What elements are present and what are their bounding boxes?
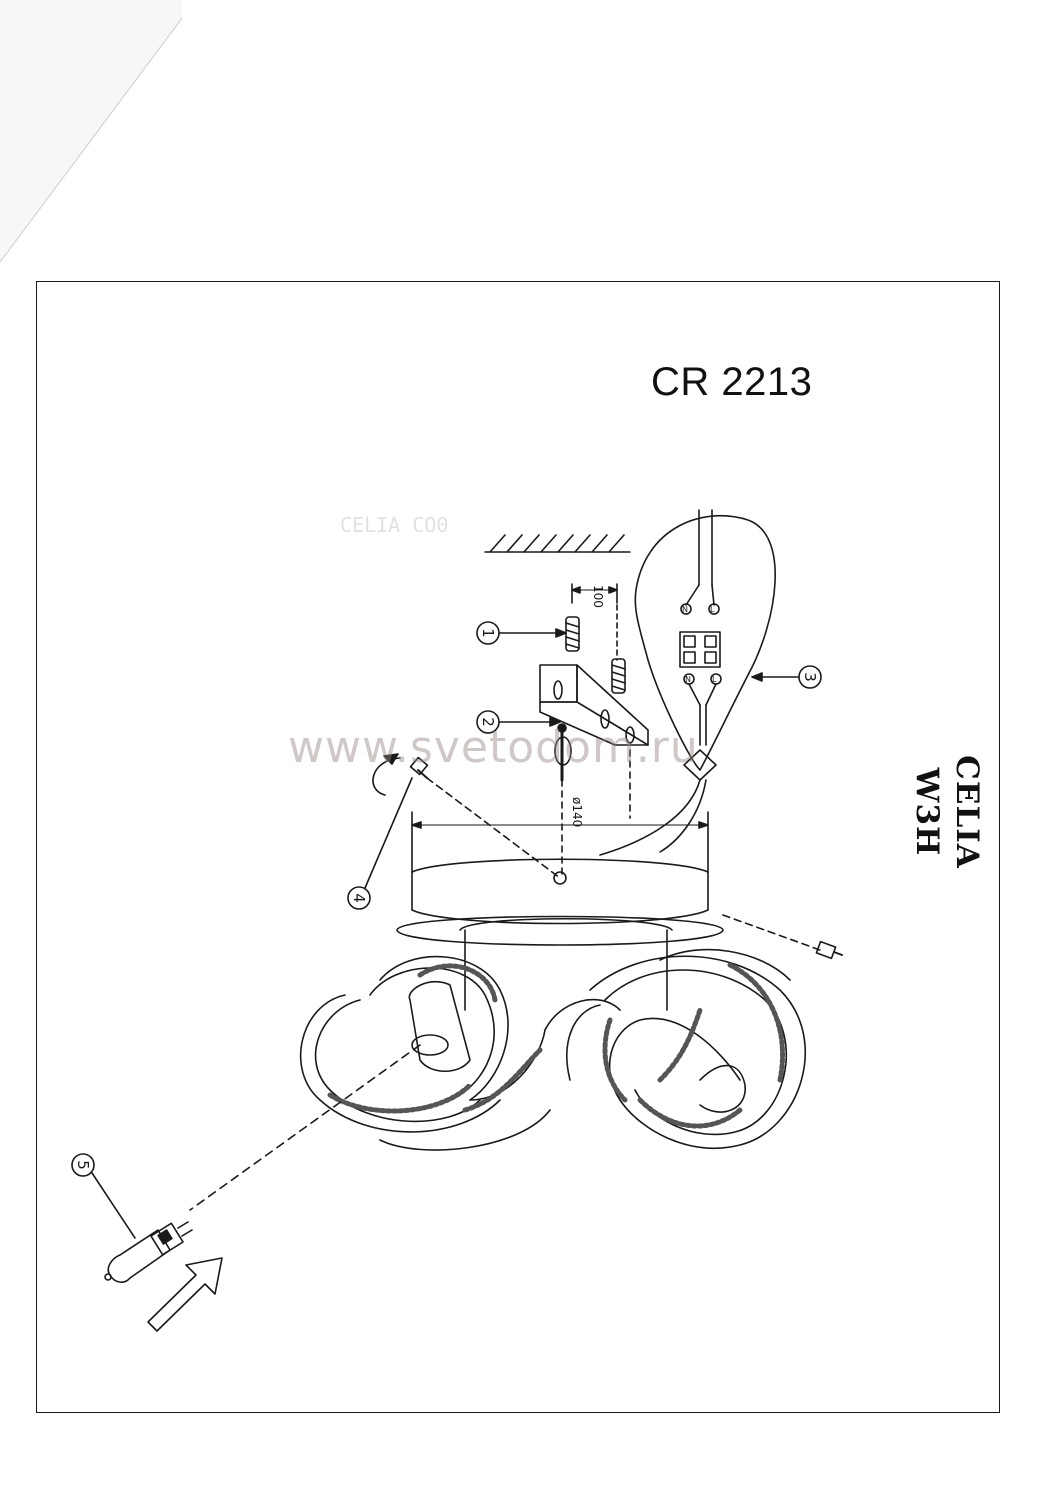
terminal-label-l-bottom: L [712,675,717,684]
wall-plug-icon [565,616,626,694]
lamp-arms [299,948,806,1151]
dimension-100-label: 100 [591,585,605,608]
canopy-screw-icon [409,756,561,879]
bulb-icon [104,1221,193,1283]
callout-5 [71,1153,136,1239]
callout-3 [751,665,822,689]
callout-5-number: 5 [74,1160,92,1170]
terminal-label-n-top: N [682,605,688,614]
mounting-bracket [539,664,649,746]
bulb-insertion-line [189,1044,421,1211]
ceiling-surface [484,534,631,553]
supply-wire [599,779,701,856]
callout-3-number: 3 [801,672,819,682]
side-screw-icon [815,940,843,960]
insert-direction-arrow-icon [147,1257,223,1332]
dimension-140 [411,811,709,873]
rotate-arrow-head [383,753,399,765]
model-code: CR 2213 [651,360,813,404]
callout-4 [347,777,413,910]
faint-reference-text: CELIA CO0 [340,513,449,537]
terminal-label-l-top: L [710,605,715,614]
drawing-frame [36,281,1000,1413]
callout-1 [476,621,567,645]
callout-2 [476,710,561,734]
terminal-cover [634,509,776,781]
dimension-100 [571,583,618,661]
callout-2-number: 2 [479,717,497,727]
dimension-140-label: ø140 [570,797,584,827]
supply-wire-2 [659,779,707,853]
callout-1-number: 1 [479,628,497,638]
site-watermark: www.svetodom.ru [288,722,699,773]
callout-4-number: 4 [350,893,368,903]
terminal-label-n-bottom: N [685,675,691,684]
